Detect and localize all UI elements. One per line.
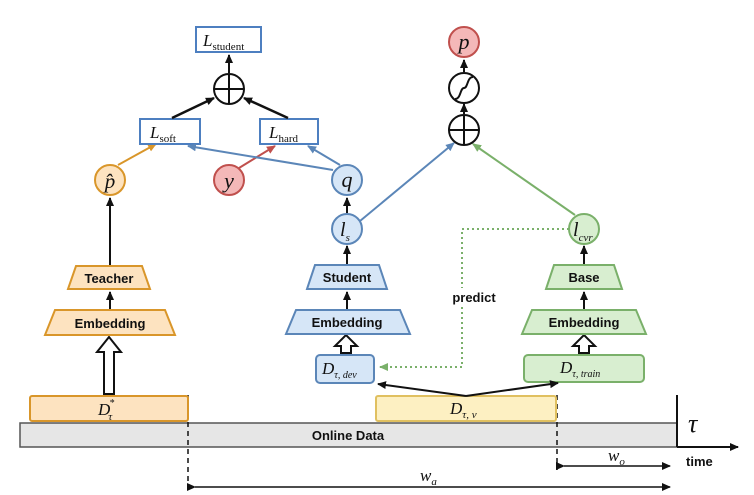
q-label: q xyxy=(342,167,353,192)
lcvr-label: lcvr xyxy=(573,219,593,244)
arrow-v-to-dev xyxy=(377,381,467,397)
teacher-embedding-label: Embedding xyxy=(75,316,146,331)
arrow-phat-to-lsoft xyxy=(117,143,157,166)
online-data-bar xyxy=(19,422,678,448)
wo-label: wo xyxy=(608,446,625,468)
arrow-lcvr-to-output-sum xyxy=(472,143,576,216)
student-embedding-label: Embedding xyxy=(312,315,383,330)
l-student-box xyxy=(195,26,262,53)
predict-label-bg xyxy=(446,288,504,306)
predict-label: predict xyxy=(452,290,496,305)
q-node xyxy=(331,164,363,196)
y-node xyxy=(213,164,245,196)
p-hat-node xyxy=(94,164,126,196)
l-hard-label: Lhard xyxy=(268,123,299,145)
hollow-arrow-base xyxy=(570,333,598,354)
sigmoid-icon xyxy=(454,76,474,100)
ls-node xyxy=(331,213,363,245)
ls-label: ls xyxy=(340,219,350,244)
arrow-v-to-train xyxy=(465,380,559,397)
hollow-arrow-student xyxy=(332,333,360,354)
l-soft-box xyxy=(139,118,201,145)
base-embedding-label: Embedding xyxy=(549,315,620,330)
dataset-tau-train-label: Dτ, train xyxy=(559,358,600,380)
dataset-tau-star-label: D*τ xyxy=(97,398,114,423)
student-block xyxy=(305,264,389,290)
l-hard-box xyxy=(259,118,319,145)
dataset-tau-star xyxy=(29,395,189,422)
dataset-tau-dev xyxy=(315,354,375,384)
dataset-tau-train xyxy=(523,354,645,383)
time-label: time xyxy=(686,454,713,469)
teacher-block xyxy=(66,265,152,290)
dataset-tau-dev-label: Dτ, dev xyxy=(321,359,357,381)
teacher-block-label: Teacher xyxy=(85,271,134,286)
dataset-tau-v-label: Dτ, v xyxy=(449,399,477,421)
y-label: y xyxy=(222,168,234,193)
teacher-embedding xyxy=(43,309,177,336)
p-hat-label: p̂ xyxy=(103,169,116,193)
base-block xyxy=(544,264,624,290)
hollow-arrow-teacher xyxy=(94,335,124,395)
base-block-label: Base xyxy=(568,270,599,285)
student-embedding xyxy=(284,309,412,335)
l-soft-label: Lsoft xyxy=(149,123,176,145)
arrow-q-to-lsoft xyxy=(187,143,334,171)
tau-symbol: τ xyxy=(688,409,699,438)
arrow-lhard-to-sum xyxy=(243,96,289,120)
base-embedding xyxy=(520,309,648,335)
arrow-ls-to-output-sum xyxy=(359,142,455,222)
online-data-label: Online Data xyxy=(312,428,385,443)
l-student-label: Lstudent xyxy=(202,31,244,53)
arrow-lsoft-to-sum xyxy=(171,96,215,120)
student-block-label: Student xyxy=(323,270,372,285)
p-label: p xyxy=(457,29,470,54)
p-node xyxy=(448,26,480,58)
wa-label: wa xyxy=(420,466,437,488)
arrow-q-to-lhard xyxy=(307,145,341,166)
